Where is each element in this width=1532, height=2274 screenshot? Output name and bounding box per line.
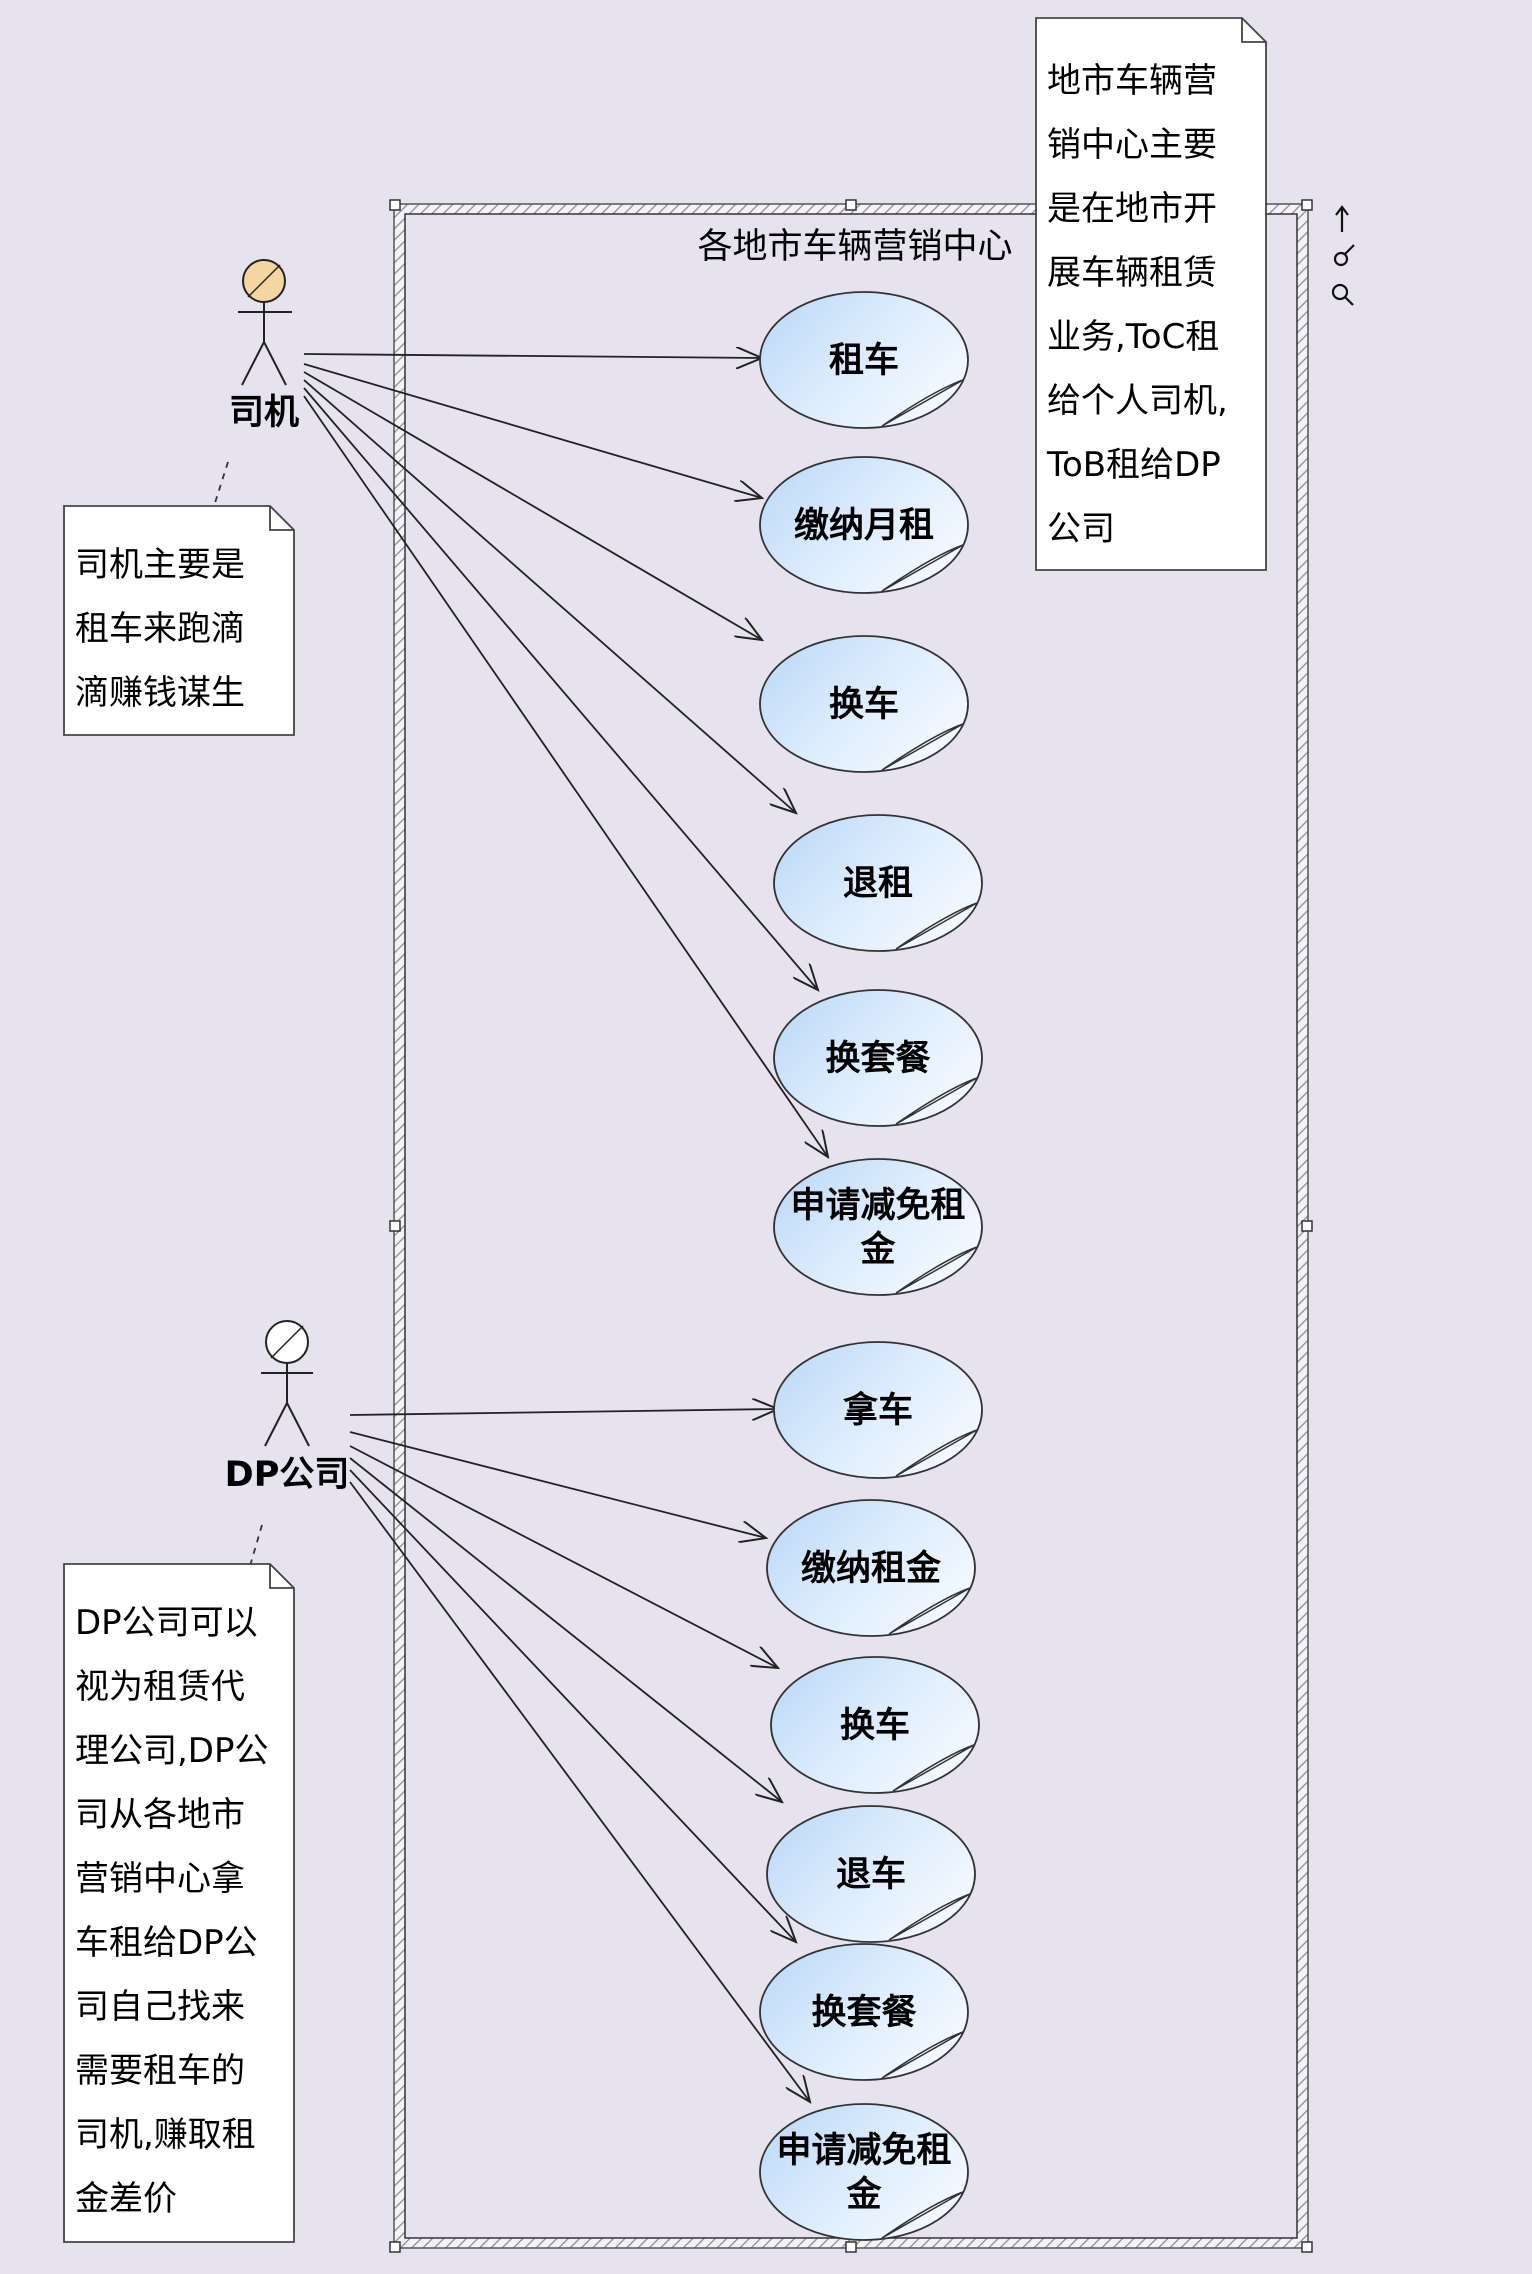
driver-association-5[interactable]	[303, 387, 818, 990]
use-case-label: 缴纳月租	[794, 506, 934, 546]
use-case-label: 换车	[829, 685, 899, 725]
magnifier-icon[interactable]	[1331, 283, 1354, 306]
selection-handles[interactable]	[389, 199, 1313, 2253]
actor-driver[interactable]: 司机	[229, 259, 299, 433]
driver-association-6[interactable]	[303, 395, 828, 1157]
note-line: 需要租车的	[75, 2051, 245, 2091]
use-case-label: 拿车	[843, 1390, 913, 1431]
association-lines	[303, 354, 828, 2102]
note-line: 给个人司机,	[1047, 381, 1228, 421]
use-case-label: 金	[859, 1229, 896, 1270]
dp-association-6[interactable]	[349, 1481, 810, 2102]
brush-icon[interactable]	[1333, 244, 1355, 267]
note-line: 地市车辆营	[1047, 61, 1217, 101]
use-case-label: 缴纳租金	[801, 1548, 942, 1589]
note-dp[interactable]: DP公司可以视为租赁代理公司,DP公司从各地市营销中心拿车租给DP公司自己找来需…	[63, 1563, 295, 2243]
note-line: 展车辆租赁	[1047, 253, 1217, 293]
driver-use-case-5[interactable]: 换套餐	[773, 989, 983, 1127]
note-line: 司从各地市	[75, 1795, 245, 1835]
note-line: 司机主要是	[75, 545, 245, 585]
use-case-label: 申请减免租	[790, 1186, 965, 1226]
driver-use-case-1[interactable]: 租车	[759, 291, 969, 429]
dp-association-1[interactable]	[349, 1409, 778, 1415]
use-case-label: 金	[845, 2174, 882, 2215]
actor-driver-label: 司机	[229, 393, 299, 433]
note-line: 营销中心拿	[75, 1859, 245, 1899]
note-line: 销中心主要	[1047, 125, 1217, 165]
note-line: 理公司,DP公	[75, 1731, 269, 1771]
note-line: 滴赚钱谋生	[75, 673, 245, 713]
note-line: 司机,赚取租	[75, 2115, 256, 2155]
actor-dp[interactable]: DP公司	[225, 1320, 350, 1495]
toolbar	[1331, 205, 1355, 306]
actor-dp-label: DP公司	[225, 1455, 350, 1495]
dp-association-5[interactable]	[349, 1469, 796, 1942]
dp-use-case-5[interactable]: 换套餐	[759, 1943, 969, 2081]
boundary-title: 各地市车辆营销中心	[697, 227, 1012, 267]
driver-association-1[interactable]	[303, 354, 762, 358]
use-case-label: 退车	[836, 1855, 906, 1895]
use-case-label: 租车	[829, 341, 899, 381]
note-line: DP公司可以	[75, 1603, 258, 1643]
driver-use-case-4[interactable]: 退租	[773, 814, 983, 952]
dp-association-2[interactable]	[349, 1431, 766, 1538]
dp-association-3[interactable]	[349, 1445, 778, 1668]
driver-association-2[interactable]	[303, 363, 762, 498]
note-line: 视为租赁代	[75, 1667, 245, 1707]
note-line: 公司	[1047, 509, 1115, 549]
use-case-label: 换车	[840, 1706, 910, 1746]
driver-association-3[interactable]	[303, 371, 762, 640]
use-case-label: 换套餐	[825, 1039, 931, 1079]
dp-use-case-1[interactable]: 拿车	[773, 1341, 983, 1479]
use-case-label: 退租	[843, 864, 913, 904]
note-line: 金差价	[75, 2179, 177, 2219]
note-line: 租车来跑滴	[75, 609, 245, 649]
note-line: 车租给DP公	[75, 1923, 258, 1963]
driver-use-case-3[interactable]: 换车	[759, 635, 969, 773]
dp-use-case-2[interactable]: 缴纳租金	[766, 1499, 976, 1637]
note-line: 业务,ToC租	[1047, 317, 1219, 357]
note-line: ToB租给DP	[1046, 445, 1221, 485]
use-case-label: 申请减免租	[776, 2131, 951, 2171]
dp-use-case-3[interactable]: 换车	[770, 1656, 980, 1794]
note-line: 司自己找来	[75, 1987, 245, 2027]
note-line: 是在地市开	[1047, 189, 1217, 229]
arrow-up-icon[interactable]	[1335, 205, 1349, 232]
dp-association-4[interactable]	[349, 1457, 782, 1802]
use-case-label: 换套餐	[811, 1993, 917, 2033]
note-anchors	[213, 461, 263, 1567]
dp-use-case-4[interactable]: 退车	[766, 1805, 976, 1943]
driver-use-case-2[interactable]: 缴纳月租	[759, 456, 969, 594]
driver-association-4[interactable]	[303, 379, 796, 813]
